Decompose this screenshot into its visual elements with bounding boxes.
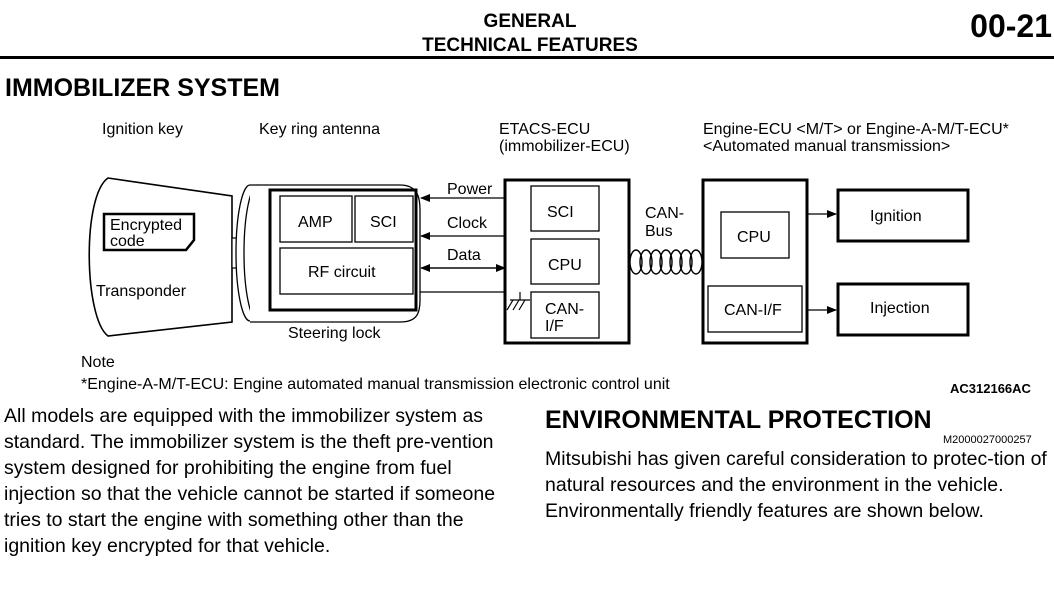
rf-circuit-block [279,247,414,295]
immobilizer-diagram: Ignition key Key ring antenna ETACS-ECU … [81,121,1032,396]
can-bus-cable [629,249,703,275]
header-subtitle: TECHNICAL FEATURES [422,35,638,56]
encrypted-code-label-2: code [110,233,145,250]
label-immobilizer-ecu: (immobilizer-ECU) [499,138,630,155]
immobilizer-body: All models are equipped with the immobil… [4,405,496,557]
sci-block [354,195,414,243]
immobilizer-title: IMMOBILIZER SYSTEM [5,74,280,102]
engine-can-if-block [707,285,803,333]
etacs-can-if-label-2: I/F [545,318,564,335]
steering-lock-label: Steering lock [288,325,381,342]
injection-label: Injection [870,300,930,317]
environmental-title: ENVIRONMENTAL PROTECTION [545,406,932,434]
ignition-label: Ignition [870,208,922,225]
engine-can-if-label: CAN-I/F [724,302,782,319]
signal-data-label: Data [447,247,481,264]
etacs-ecu-box [503,178,631,345]
page-number: 00-21 [970,8,1052,44]
ignition-block [836,188,970,243]
note-text: *Engine-A-M/T-ECU: Engine automated manu… [81,376,670,393]
signal-power-label: Power [447,181,493,198]
transponder-label: Transponder [96,283,187,300]
signal-lines [420,194,506,293]
note-title: Note [81,354,115,371]
engine-cpu-block [720,211,790,259]
rf-circuit-label: RF circuit [308,264,376,281]
figure-code: AC312166AC [950,381,1032,396]
etacs-sci-block [530,185,600,232]
amp-label: AMP [298,214,333,231]
label-etacs-ecu: ETACS-ECU [499,121,590,138]
label-ignition-key: Ignition key [102,121,183,138]
etacs-cpu-label: CPU [548,257,582,274]
ignition-key-head [88,177,233,337]
label-key-ring-antenna: Key ring antenna [259,121,380,138]
environmental-body: Mitsubishi has given careful considerati… [545,448,1047,522]
environmental-code: M2000027000257 [943,434,1032,446]
output-arrows [807,210,837,314]
header-title: GENERAL [483,11,577,32]
ground-symbol [506,292,530,311]
signal-clock-label: Clock [447,215,488,232]
etacs-can-if-label: CAN- [545,301,584,318]
etacs-cpu-block [530,238,600,285]
sci-label: SCI [370,214,397,231]
encrypted-code-label: Encrypted [110,217,182,234]
engine-cpu-label: CPU [737,229,771,246]
engine-ecu-box [701,178,809,345]
header-rule [0,56,1054,59]
can-bus-label: CAN- [645,205,684,222]
can-bus-label-2: Bus [645,223,673,240]
etacs-sci-label: SCI [547,204,574,221]
label-automated-mt: <Automated manual transmission> [703,138,950,155]
encrypted-code-chip [102,212,196,252]
label-engine-ecu: Engine-ECU <M/T> or Engine-A-M/T-ECU* [703,121,1009,138]
etacs-can-if-block [530,291,600,339]
amp-block [279,195,353,243]
injection-block [836,282,970,337]
